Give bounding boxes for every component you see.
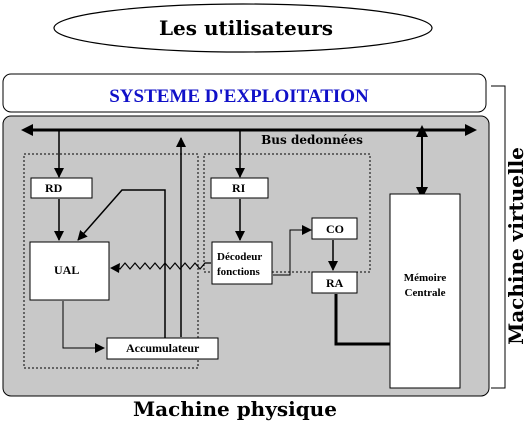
ual-to-accumulator-arrow	[62, 301, 105, 353]
decoder-box	[211, 241, 273, 285]
decoder-label-line2: fonctions	[217, 266, 261, 278]
ri-label: RI	[232, 181, 246, 195]
rd-box	[30, 177, 93, 199]
alu-region	[23, 153, 199, 369]
ual-label: UAL	[54, 263, 79, 277]
ual-box	[29, 241, 110, 301]
bus-label: Bus dedonnées	[261, 133, 363, 147]
co-box	[311, 217, 358, 240]
users-ellipse	[53, 3, 433, 53]
os-bar-label: SYSTEME D'EXPLOITATION	[109, 86, 369, 107]
memory-label-line2: Centrale	[405, 287, 446, 299]
co-label: CO	[326, 222, 344, 236]
accumulator-label: Accumulateur	[126, 341, 200, 355]
decoder-label-line1: Décodeur	[217, 251, 262, 263]
virtual-machine-bracket	[491, 85, 506, 389]
decoder-to-ual-control-signal	[116, 262, 211, 270]
users-label: Les utilisateurs	[159, 16, 333, 40]
ra-label: RA	[326, 276, 344, 290]
decoder-to-co-arrow	[273, 225, 312, 276]
memory-label-line1: Mémoire	[404, 272, 447, 284]
control-region	[203, 153, 371, 273]
virtual-machine-label: Machine virtuelle	[504, 147, 528, 345]
accumulator-feedback-path	[77, 189, 166, 345]
ra-box	[311, 271, 358, 294]
ri-box	[210, 177, 269, 199]
os-bar	[2, 73, 487, 113]
decoder-to-ual-arrowhead	[110, 263, 120, 273]
ra-to-memory-arrow	[334, 294, 410, 346]
accumulator-box	[106, 337, 219, 360]
physical-machine-label: Machine physique	[133, 397, 337, 421]
rd-label: RD	[45, 181, 63, 195]
memory-box	[389, 193, 461, 389]
